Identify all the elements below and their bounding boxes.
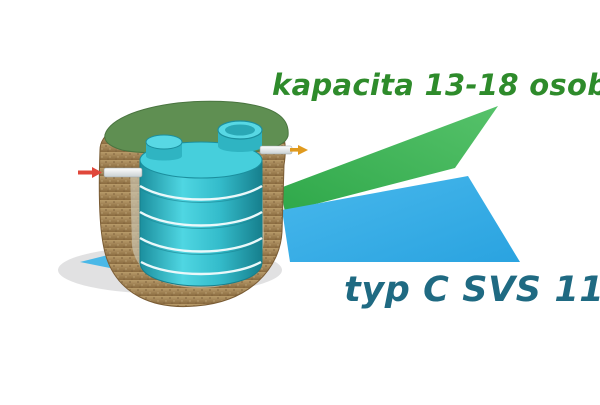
capacity-label: kapacita 13-18 osob (272, 68, 600, 102)
type-label: typ C SVS 11 (344, 270, 600, 310)
inlet-arrow-icon (78, 167, 102, 178)
green-light-beam (280, 106, 498, 212)
left-manhole (145, 134, 183, 161)
septic-tank (139, 159, 263, 287)
blue-light-beam (282, 176, 520, 262)
inlet-pipe (103, 167, 143, 178)
outlet-pipe (259, 145, 293, 155)
right-manhole (217, 120, 263, 152)
tank-rib-shadows (139, 188, 263, 255)
outlet-arrow-icon (290, 145, 308, 155)
tank-ribs (139, 184, 263, 276)
